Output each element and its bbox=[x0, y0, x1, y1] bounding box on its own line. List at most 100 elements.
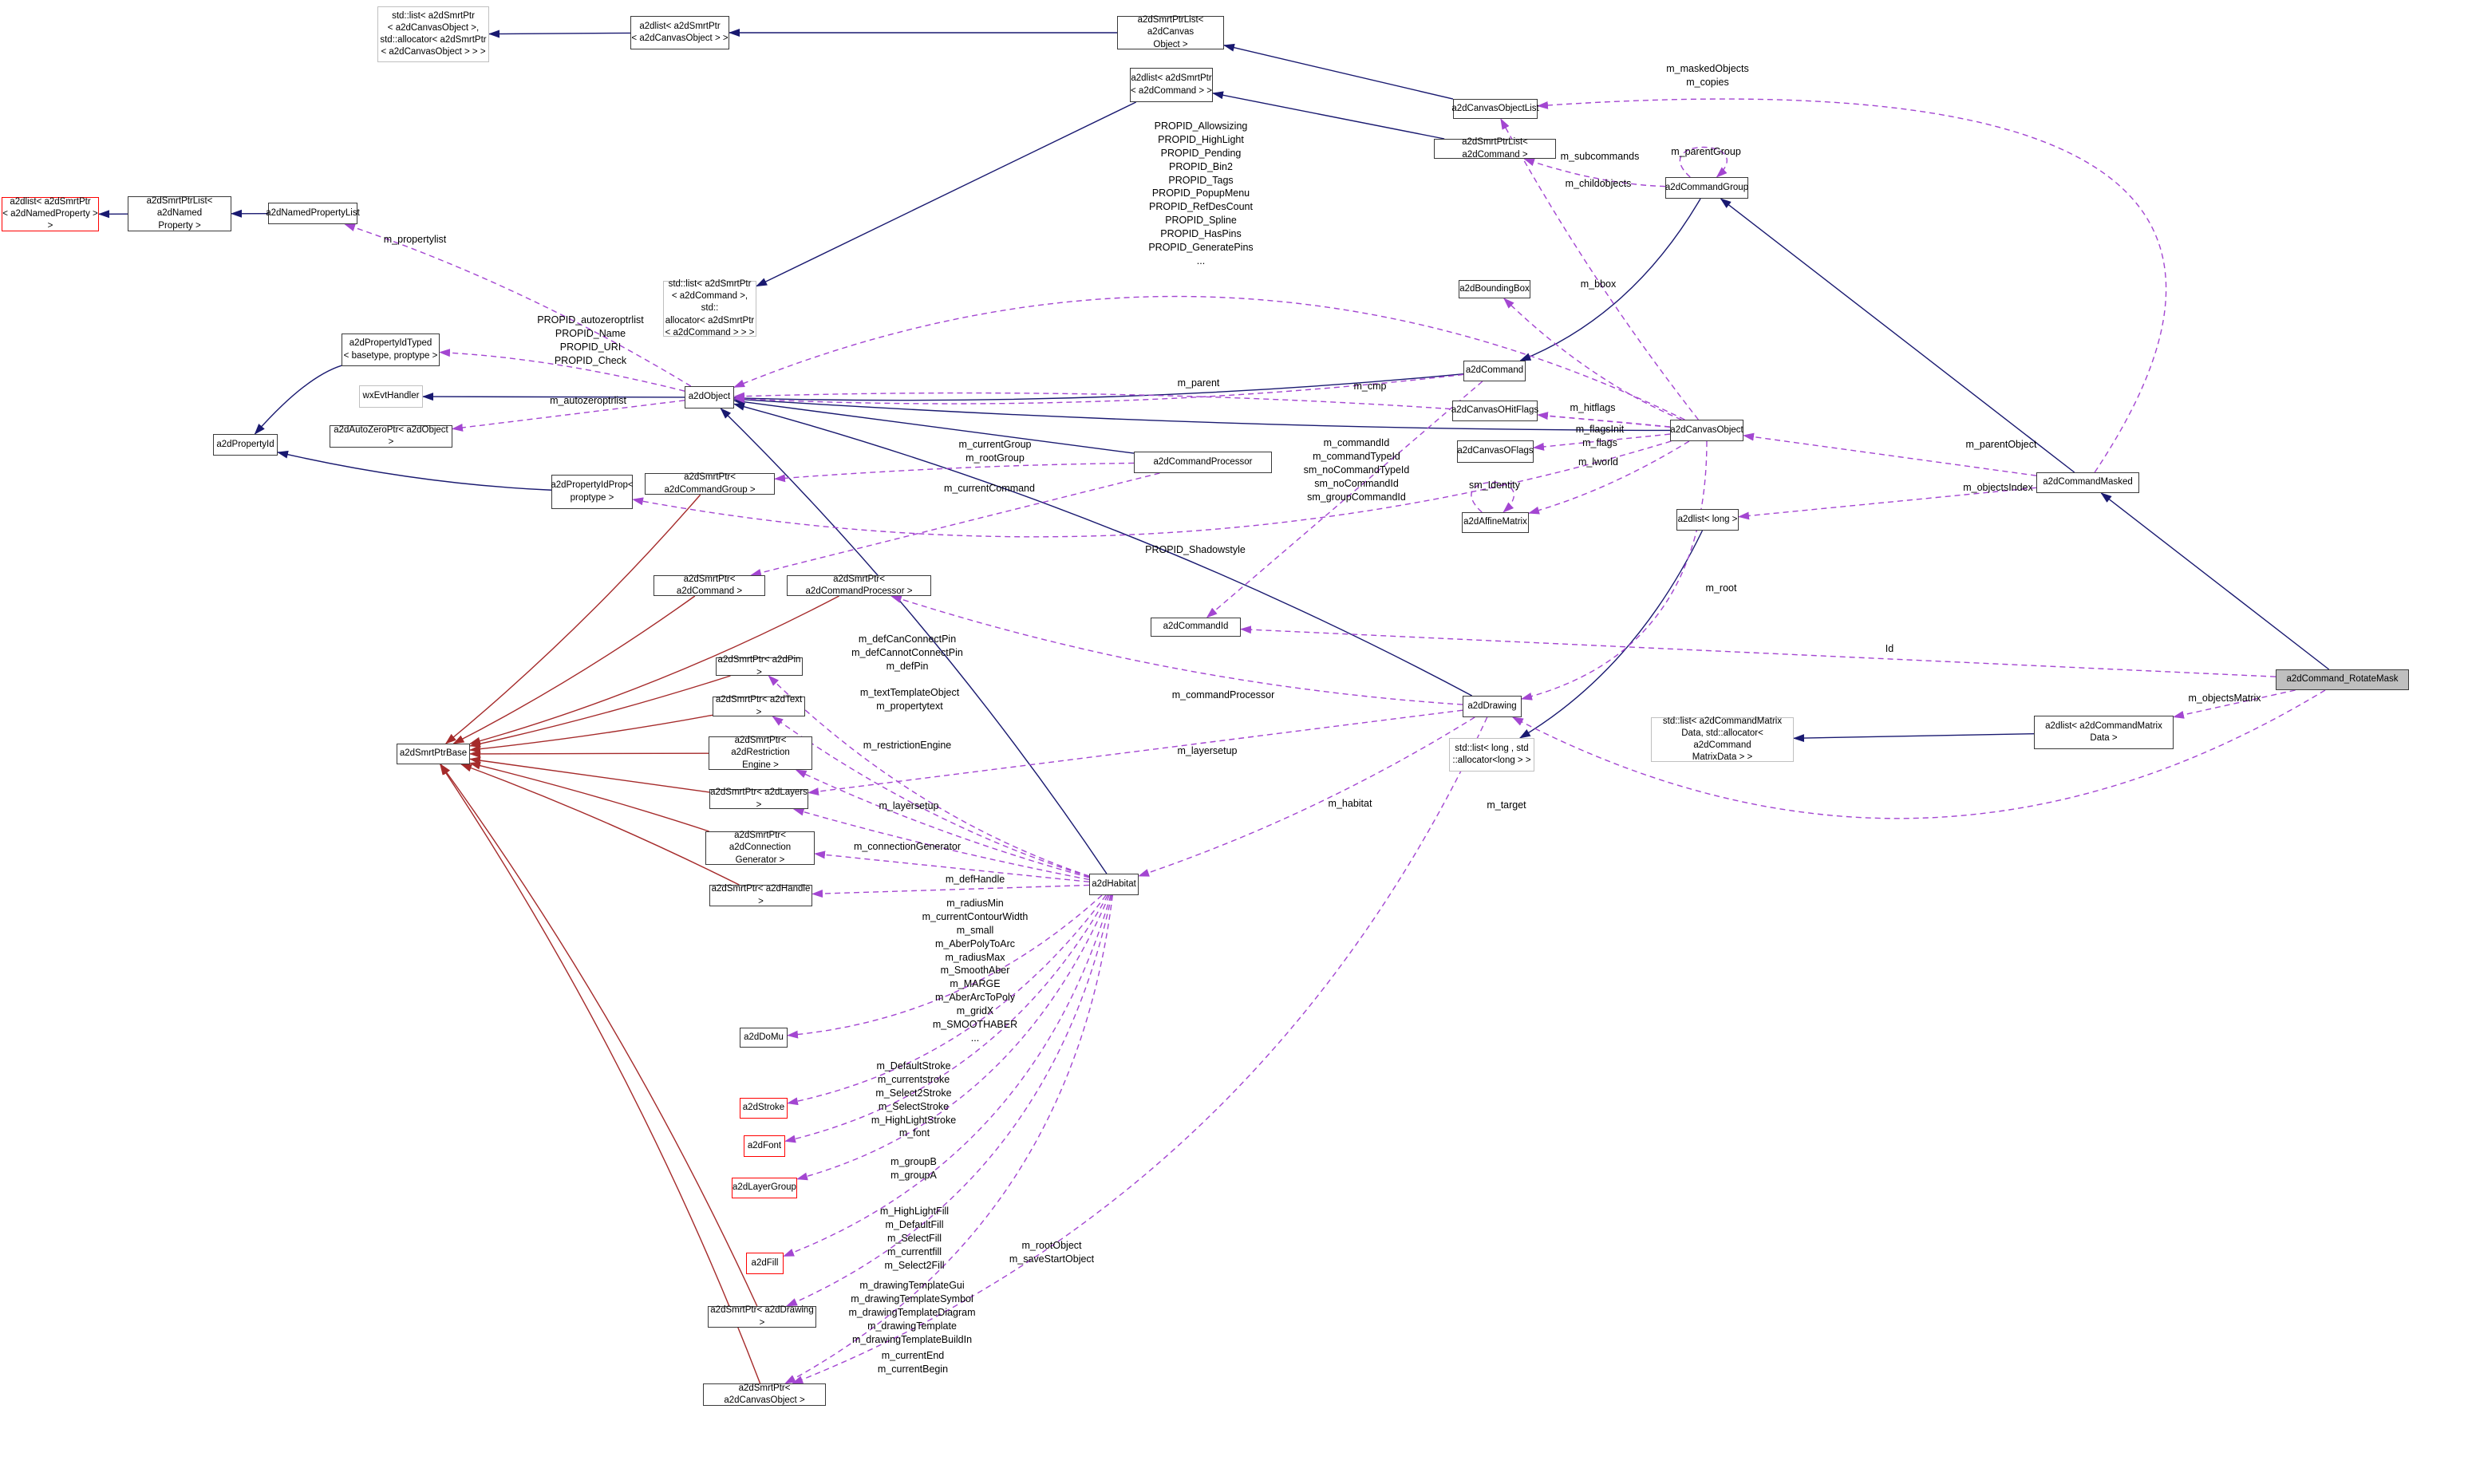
usage-edge bbox=[733, 295, 1685, 420]
template-edge bbox=[444, 494, 701, 744]
class-node-label: a2dPropertyIdProp< proptype > bbox=[551, 480, 634, 503]
class-node-a2dlist[interactable]: a2dlist< a2dSmrtPtr < a2dNamedProperty >… bbox=[2, 197, 99, 231]
class-node-a2dsmrtptr[interactable]: a2dSmrtPtr< a2dCommandProcessor > bbox=[787, 574, 931, 596]
class-node-a2dcommandgroup[interactable]: a2dCommandGroup bbox=[1665, 177, 1748, 199]
edge-label: m_parentGroup bbox=[1671, 146, 1741, 157]
class-node-label: a2dAffineMatrix bbox=[1463, 517, 1527, 527]
edge-label: m_commandId m_commandTypeId sm_noCommand… bbox=[1303, 437, 1410, 503]
class-node-label: a2dSmrtPtr< a2dText > bbox=[715, 695, 803, 717]
usage-edge bbox=[452, 400, 685, 432]
class-node-a2dcommandmasked[interactable]: a2dCommandMasked bbox=[2036, 472, 2139, 493]
class-node-a2dsmrtptrlist[interactable]: a2dSmrtPtrList< a2dNamed Property > bbox=[128, 196, 231, 231]
class-node-a2dcommand_rotatemask[interactable]: a2dCommand_RotateMask bbox=[2276, 669, 2409, 690]
class-node-a2dfont[interactable]: a2dFont bbox=[744, 1135, 785, 1157]
template-edge bbox=[440, 764, 761, 1384]
class-node-label: std::list< long , std ::allocator<long >… bbox=[1452, 743, 1531, 765]
class-node-a2dstroke[interactable]: a2dStroke bbox=[740, 1098, 788, 1119]
class-node-a2dsmrtptrbase[interactable]: a2dSmrtPtrBase bbox=[397, 744, 470, 764]
inherit-edge bbox=[733, 397, 1135, 454]
class-node-a2dcanvasobjectlist[interactable]: a2dCanvasObjectList bbox=[1451, 99, 1539, 119]
usage-edge bbox=[1471, 481, 1515, 513]
class-node-a2dcommand[interactable]: a2dCommand bbox=[1463, 361, 1526, 381]
class-node-label: a2dDrawing bbox=[1467, 701, 1517, 711]
edge-label: PROPID_Shadowstyle bbox=[1145, 544, 1246, 555]
class-node-a2dhabitat[interactable]: a2dHabitat bbox=[1089, 874, 1139, 895]
class-node-a2dboundingbox[interactable]: a2dBoundingBox bbox=[1459, 280, 1530, 298]
class-node-label: a2dBoundingBox bbox=[1459, 283, 1530, 294]
class-node-std::list[interactable]: std::list< a2dSmrtPtr < a2dCommand >, st… bbox=[663, 279, 756, 337]
class-node-label: a2dNamedPropertyList bbox=[266, 207, 360, 218]
class-node-a2dsmrtptr[interactable]: a2dSmrtPtr< a2dCommandGroup > bbox=[645, 472, 775, 495]
class-node-label: a2dCanvasObject bbox=[1670, 424, 1743, 435]
class-node-label: a2dSmrtPtr< a2dCommand > bbox=[676, 574, 743, 596]
edge-label: m_layersetup bbox=[1177, 745, 1238, 756]
class-node-label: a2dSmrtPtr< a2dLayers > bbox=[710, 787, 808, 810]
class-node-label: a2dSmrtPtr< a2dCanvasObject > bbox=[724, 1383, 805, 1405]
class-node-std::list[interactable]: std::list< a2dCommandMatrix Data, std::a… bbox=[1651, 716, 1794, 762]
inherit-edge bbox=[1720, 198, 2075, 473]
class-node-a2dsmrtptrlist[interactable]: a2dSmrtPtrList< a2dCommand > bbox=[1434, 137, 1556, 160]
usage-edge bbox=[787, 894, 1103, 1039]
class-node-a2dcanvasohitflags[interactable]: a2dCanvasOHitFlags bbox=[1451, 401, 1538, 421]
template-edge bbox=[452, 595, 696, 744]
inherit-edge bbox=[733, 395, 1671, 432]
inherit-edge bbox=[1223, 43, 1454, 100]
usage-edge bbox=[787, 894, 1107, 1106]
class-node-a2dobject[interactable]: a2dObject bbox=[685, 386, 734, 408]
class-node-a2ddrawing[interactable]: a2dDrawing bbox=[1463, 696, 1522, 717]
edge-label: m_objectsIndex bbox=[1963, 482, 2033, 493]
class-node-label: a2dCanvasObjectList bbox=[1451, 103, 1539, 113]
usage-edge bbox=[1738, 487, 2037, 520]
inherit-edge bbox=[756, 101, 1136, 287]
template-edge bbox=[469, 714, 713, 753]
class-node-a2dlist[interactable]: a2dlist< a2dSmrtPtr < a2dCommand > > bbox=[1130, 68, 1213, 102]
class-node-label: a2dFont bbox=[747, 1140, 782, 1150]
usage-edge bbox=[733, 373, 1464, 405]
edge-label: m_maskedObjects m_copies bbox=[1666, 63, 1749, 88]
class-node-a2dcanvasobject[interactable]: a2dCanvasObject bbox=[1670, 420, 1743, 441]
template-edge bbox=[469, 595, 839, 745]
class-node-a2dnamedpropertylist[interactable]: a2dNamedPropertyList bbox=[266, 203, 360, 224]
class-node-a2dpropertyid[interactable]: a2dPropertyId bbox=[213, 434, 278, 456]
class-node-a2dfill[interactable]: a2dFill bbox=[746, 1253, 784, 1274]
edge-label: m_target bbox=[1487, 799, 1526, 811]
edge-label: m_HighLightFill m_DefaultFill m_SelectFi… bbox=[879, 1206, 950, 1271]
class-node-a2dsmrtptr[interactable]: a2dSmrtPtr< a2dCommand > bbox=[654, 574, 765, 596]
usage-edge bbox=[784, 894, 1108, 1143]
class-node-a2daffinematrix[interactable]: a2dAffineMatrix bbox=[1462, 512, 1529, 533]
class-node-a2ddomu[interactable]: a2dDoMu bbox=[740, 1028, 788, 1048]
class-node-std::list[interactable]: std::list< long , std ::allocator<long >… bbox=[1449, 738, 1534, 772]
edge-label: m_currentCommand bbox=[944, 483, 1035, 494]
class-node-std::list[interactable]: std::list< a2dSmrtPtr < a2dCanvasObject … bbox=[377, 6, 489, 62]
class-node-label: wxEvtHandler bbox=[362, 391, 420, 401]
class-node-a2dpropertyidtyped[interactable]: a2dPropertyIdTyped < basetype, proptype … bbox=[342, 334, 440, 366]
class-node-a2dsmrtptr[interactable]: a2dSmrtPtr< a2dLayers > bbox=[709, 787, 808, 810]
edge-label: m_currentEnd m_currentBegin bbox=[877, 1350, 949, 1375]
edge-label: m_DefaultStroke m_currentstroke m_Select… bbox=[871, 1060, 957, 1126]
class-node-a2dlist[interactable]: a2dlist< long > bbox=[1676, 509, 1739, 531]
class-node-a2dcommandprocessor[interactable]: a2dCommandProcessor bbox=[1134, 452, 1272, 473]
class-node-a2dcommandid[interactable]: a2dCommandId bbox=[1151, 618, 1241, 637]
class-node-a2dlayergroup[interactable]: a2dLayerGroup bbox=[732, 1178, 797, 1198]
class-node-a2dsmrtptr[interactable]: a2dSmrtPtr< a2dHandle > bbox=[709, 884, 812, 906]
class-node-a2dpropertyidprop[interactable]: a2dPropertyIdProp< proptype > bbox=[551, 475, 634, 509]
class-node-wxevthandler[interactable]: wxEvtHandler bbox=[359, 385, 423, 408]
class-node-label: a2dCommandProcessor bbox=[1153, 456, 1253, 467]
class-node-a2dautozeroptr[interactable]: a2dAutoZeroPtr< a2dObject > bbox=[330, 425, 452, 448]
usage-edge bbox=[632, 440, 1672, 538]
usage-edge bbox=[1521, 440, 1708, 701]
edge-label: m_rootObject m_saveStartObject bbox=[1009, 1240, 1095, 1265]
class-node-a2dlist[interactable]: a2dlist< a2dCommandMatrix Data > bbox=[2034, 716, 2174, 749]
class-node-a2dlist[interactable]: a2dlist< a2dSmrtPtr < a2dCanvasObject > … bbox=[630, 16, 729, 49]
class-node-a2dsmrtptr[interactable]: a2dSmrtPtr< a2dConnection Generator > bbox=[705, 831, 815, 865]
class-node-a2dcanvasoflags[interactable]: a2dCanvasOFlags bbox=[1457, 440, 1534, 463]
class-node-a2dsmrtptr[interactable]: a2dSmrtPtr< a2dPin > bbox=[716, 655, 803, 677]
edge-label: m_textTemplateObject m_propertytext bbox=[859, 687, 960, 712]
template-edge bbox=[469, 749, 709, 758]
class-node-a2dsmrtptr[interactable]: a2dSmrtPtr< a2dDrawing > bbox=[708, 1305, 816, 1328]
class-node-a2dsmrtptrlist[interactable]: a2dSmrtPtrList< a2dCanvas Object > bbox=[1117, 15, 1224, 49]
usage-edge bbox=[783, 894, 1112, 1257]
class-node-a2dsmrtptr[interactable]: a2dSmrtPtr< a2dText > bbox=[713, 695, 805, 717]
class-node-a2dsmrtptr[interactable]: a2dSmrtPtr< a2dCanvasObject > bbox=[703, 1383, 826, 1406]
class-node-a2dsmrtptr[interactable]: a2dSmrtPtr< a2dRestriction Engine > bbox=[709, 736, 812, 770]
